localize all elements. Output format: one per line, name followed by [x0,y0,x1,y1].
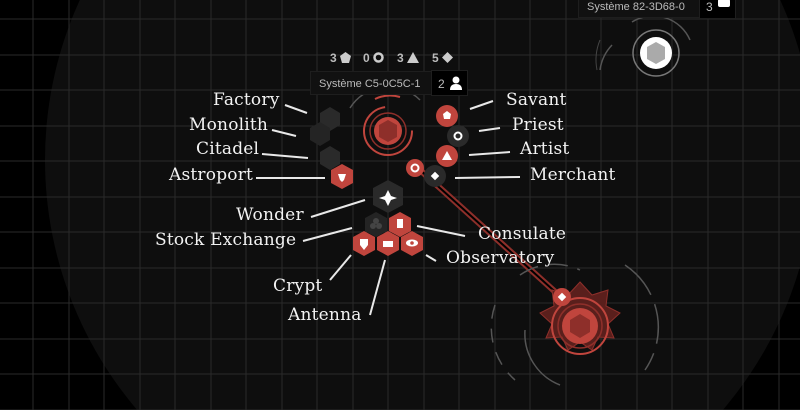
player-count: 2 [438,77,445,91]
triangle-icon [407,52,420,63]
priest-marker[interactable] [406,159,424,177]
building-hexes-right [424,105,469,187]
user-icon [450,76,462,90]
pentagon-icon [340,52,352,63]
label-savant: Savant [506,90,567,110]
resource-ring: 0 [363,51,384,65]
system-name-label[interactable]: Système 82-3D68-0 [578,0,700,18]
player-count: 3 [706,0,713,14]
label-antenna: Antenna [288,305,362,325]
label-artist: Artist [520,139,570,159]
label-wonder: Wonder [236,205,304,225]
resource-count: 5 [432,51,439,65]
resource-count: 3 [330,51,337,65]
label-stock-exchange: Stock Exchange [155,230,297,250]
label-observatory: Observatory [446,248,555,268]
stock-exchange-hex[interactable] [365,212,387,237]
ring-icon [373,52,384,63]
system-name-label[interactable]: Système C5-0C5C-1 [310,71,432,95]
label-astroport: Astroport [169,165,254,185]
label-priest: Priest [512,115,564,135]
resource-count: 3 [397,51,404,65]
system-player-count[interactable]: 3 [699,0,736,19]
territory-zone [45,0,800,410]
label-leaders [256,100,521,316]
label-crypt: Crypt [273,276,323,296]
priest-hex[interactable] [447,125,469,147]
route-link [417,167,565,301]
diamond-icon [442,52,454,63]
system-player-count[interactable]: 2 [431,70,468,96]
label-consulate: Consulate [478,224,567,244]
system-red-bottom[interactable] [490,263,659,386]
building-hexes-bottom [353,180,423,256]
resource-pentagon: 3 [330,51,352,65]
resource-count: 0 [363,51,370,65]
system-82-3d68-0[interactable] [595,15,691,77]
label-merchant: Merchant [530,165,616,185]
user-icon [718,0,730,7]
monolith-hex[interactable] [310,122,330,146]
resource-diamond: 5 [432,51,454,65]
label-citadel: Citadel [196,139,260,159]
citadel-hex[interactable] [320,146,340,170]
label-monolith: Monolith [189,115,269,135]
label-factory: Factory [213,90,280,110]
building-hexes-left [310,107,353,189]
resource-triangle: 3 [397,51,420,65]
